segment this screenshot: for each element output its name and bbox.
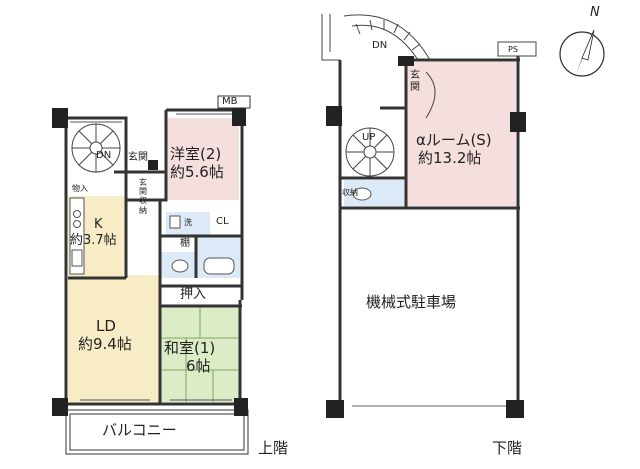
toilet-lower — [352, 187, 372, 201]
label-storage-lower: 収納 — [342, 188, 358, 197]
stair-curve-lower — [425, 71, 436, 119]
north-arrow-icon — [559, 29, 605, 77]
label-lower-floor: 下階 — [492, 439, 523, 457]
label-washitsu-1-name: 和室(1) — [164, 339, 216, 357]
windows-upper — [70, 113, 236, 401]
label-oshi-storage: 物入 — [72, 184, 88, 193]
label-tana: 棚 — [180, 238, 190, 249]
fixtures-upper — [169, 215, 235, 275]
label-alpha-size: 約13.2帖 — [418, 149, 482, 167]
room-parking — [344, 208, 516, 408]
label-yoshitsu-2-size: 約5.6帖 — [170, 163, 224, 181]
label-wash: 洗 — [184, 218, 192, 227]
label-genkan-lower: 玄関 — [410, 70, 420, 93]
columns-lower — [326, 56, 526, 418]
label-alpha-name: αルーム(S) — [416, 131, 492, 149]
label-kitchen-name: K — [94, 217, 103, 232]
label-dn-upper: DN — [96, 150, 112, 161]
label-yoshitsu-2-name: 洋室(2) — [170, 145, 222, 163]
label-oshiire: 押入 — [180, 287, 207, 302]
columns-upper — [52, 108, 248, 416]
mb-box — [217, 95, 251, 109]
label-dn-lower: DN — [372, 40, 388, 51]
label-genkan-storage: 玄関収納 — [139, 178, 147, 215]
kitchen-counter — [69, 197, 85, 275]
entrance-structure — [321, 14, 537, 61]
label-upper-floor: 上階 — [258, 439, 289, 457]
label-kitchen-size: 約3.7帖 — [70, 233, 117, 248]
room-ld — [68, 275, 160, 402]
spiral-stair-upper — [71, 123, 121, 173]
label-washitsu-1-size: 6帖 — [186, 357, 211, 375]
label-mb: MB — [222, 96, 238, 107]
label-cl: CL — [216, 216, 229, 227]
room-yoshitsu-2 — [166, 118, 239, 200]
room-alpha — [406, 62, 516, 206]
label-up-lower: UP — [362, 132, 376, 143]
label-genkan-upper: 玄関 — [128, 152, 148, 163]
label-balcony: バルコニー — [102, 421, 177, 439]
label-north: N — [590, 5, 600, 20]
label-ld-name: LD — [96, 317, 116, 335]
label-ps: PS — [508, 45, 518, 54]
label-parking: 機械式駐車場 — [366, 293, 457, 311]
spiral-stair-lower — [345, 127, 395, 177]
tatami-grid — [160, 306, 240, 402]
balcony-outline — [65, 409, 249, 455]
label-ld-size: 約9.4帖 — [78, 335, 132, 353]
